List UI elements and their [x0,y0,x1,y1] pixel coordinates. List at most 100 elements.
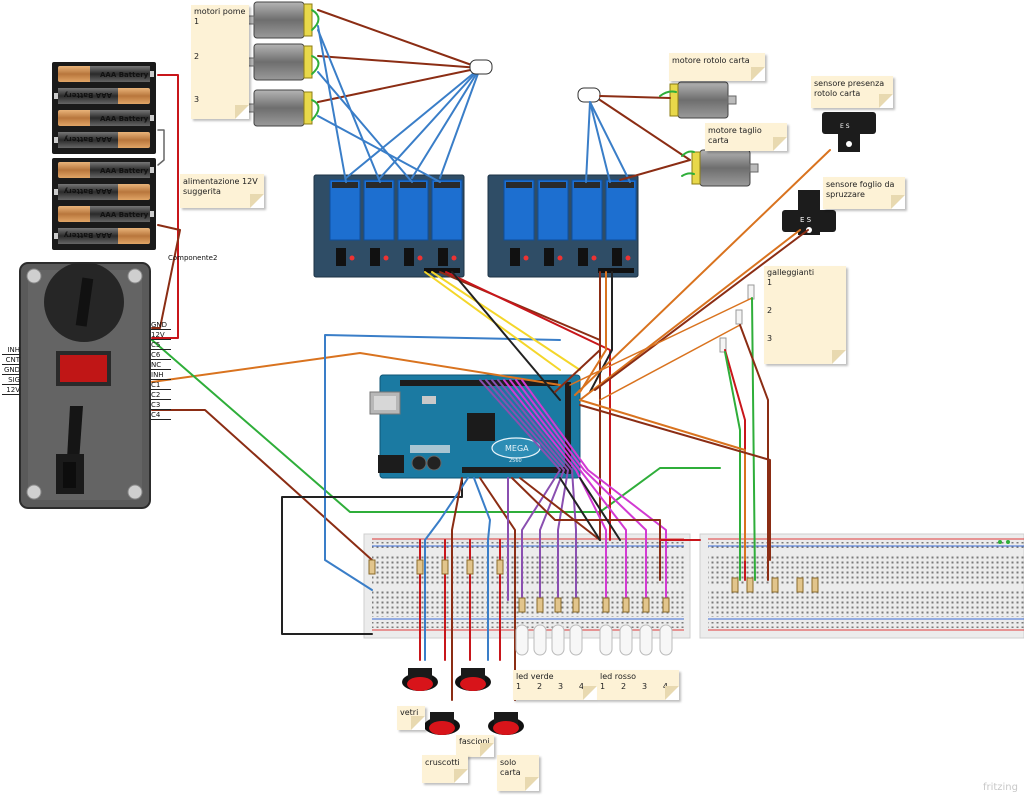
relay-terminal [434,182,460,188]
wire [445,271,611,541]
relay-terminal [366,182,392,188]
battery-wrap [90,66,150,82]
relay-board-2 [487,174,639,278]
note-led-verde-title: led verde [516,672,554,681]
note-galleggianti-3: 3 [767,334,773,343]
wire [317,9,481,69]
connector-motori [469,59,493,75]
relay-module [537,179,569,241]
resistor [572,597,580,613]
wire [311,99,320,121]
sensor-presenza: E S [822,112,876,152]
relay-led [591,255,597,261]
relay-chip [544,248,554,266]
relay-module [397,179,429,241]
arduino-mega: MEGA 2560 [369,374,581,479]
wire [151,224,181,329]
note-fascioni-text: fascioni [459,737,490,746]
motor-terminal [303,45,313,79]
label-componente2: Componente2 [168,254,218,262]
wire [509,379,627,601]
note-fascioni: fascioni [456,735,494,757]
wire [479,379,561,601]
motor-pome-3 [245,89,313,127]
relay-led [523,255,529,261]
led [659,624,673,656]
relay-terminal [608,182,634,188]
battery-holder-1 [52,62,156,154]
coin-right-pin-gnd: GND [151,321,171,330]
led [515,624,529,656]
relay-led [625,255,631,261]
button-fascioni-top [455,668,491,691]
button-cap [429,721,455,735]
wire [585,101,591,183]
motor-terminal [303,91,313,125]
coin-left-pin-cnt: CNT [2,356,20,365]
resistor [662,597,670,613]
coin-left-pin-sig: SIG [2,376,20,385]
resistor [771,577,779,593]
note-motore-rotolo: motore rotolo carta [669,53,765,81]
wire [451,271,561,401]
wire [751,297,756,581]
battery-label: AAA Battery [63,91,112,99]
resistor [536,597,544,613]
sensor-foglio: E S [782,190,836,235]
coin-left-pin-inh: INH [2,346,20,355]
resistor [796,577,804,593]
wire [599,95,671,99]
relay-header [424,268,460,273]
wire [559,477,601,541]
note-led-rosso-title: led rosso [600,672,637,681]
breadboard-right [699,533,1024,639]
relay-module [503,179,535,241]
relay-module [431,179,463,241]
wire [311,55,320,75]
led [569,624,583,656]
motor-shaft [727,95,737,105]
wire [681,172,695,177]
battery-terminal [54,137,58,143]
wire [574,149,831,396]
motor-pome-1 [245,1,313,39]
wire [479,477,516,701]
wire [379,67,481,179]
motor-body [677,81,729,119]
wire [724,351,741,581]
wire [579,271,607,393]
note-led-verde-3: 3 [557,682,564,691]
battery-label: AAA Battery [63,135,112,143]
battery-label: AAA Battery [100,71,149,79]
wire [324,334,561,591]
battery-label: AAA Battery [63,231,112,239]
motor-terminal [691,151,701,185]
button-cap [407,677,433,691]
resistor [811,577,819,593]
motor-terminal [303,3,313,37]
motor-taglio-carta [691,149,759,187]
relay-led [417,255,423,261]
battery-label: AAA Battery [100,115,149,123]
note-cruscotti-text: cruscotti [425,758,460,767]
note-vetri: vetri [397,706,425,730]
resistor [518,597,526,613]
motor-pome-2 [245,43,313,81]
battery-terminal [54,93,58,99]
relay-terminal [574,182,600,188]
note-solo-carta: solo carta [497,755,539,791]
relay-terminal [332,182,358,188]
wire [317,115,441,183]
note-vetri-text: vetri [400,708,419,717]
note-led-verde-1: 1 [516,682,522,691]
note-motori-pome-3: 3 [194,95,200,104]
relay-chip [404,248,414,266]
led [619,624,633,656]
wire [151,74,179,339]
battery-label: AAA Battery [100,211,149,219]
wire [317,71,413,183]
note-solo-carta-text: solo carta [500,758,521,777]
button-cap [493,721,519,735]
relay-terminal [400,182,426,188]
